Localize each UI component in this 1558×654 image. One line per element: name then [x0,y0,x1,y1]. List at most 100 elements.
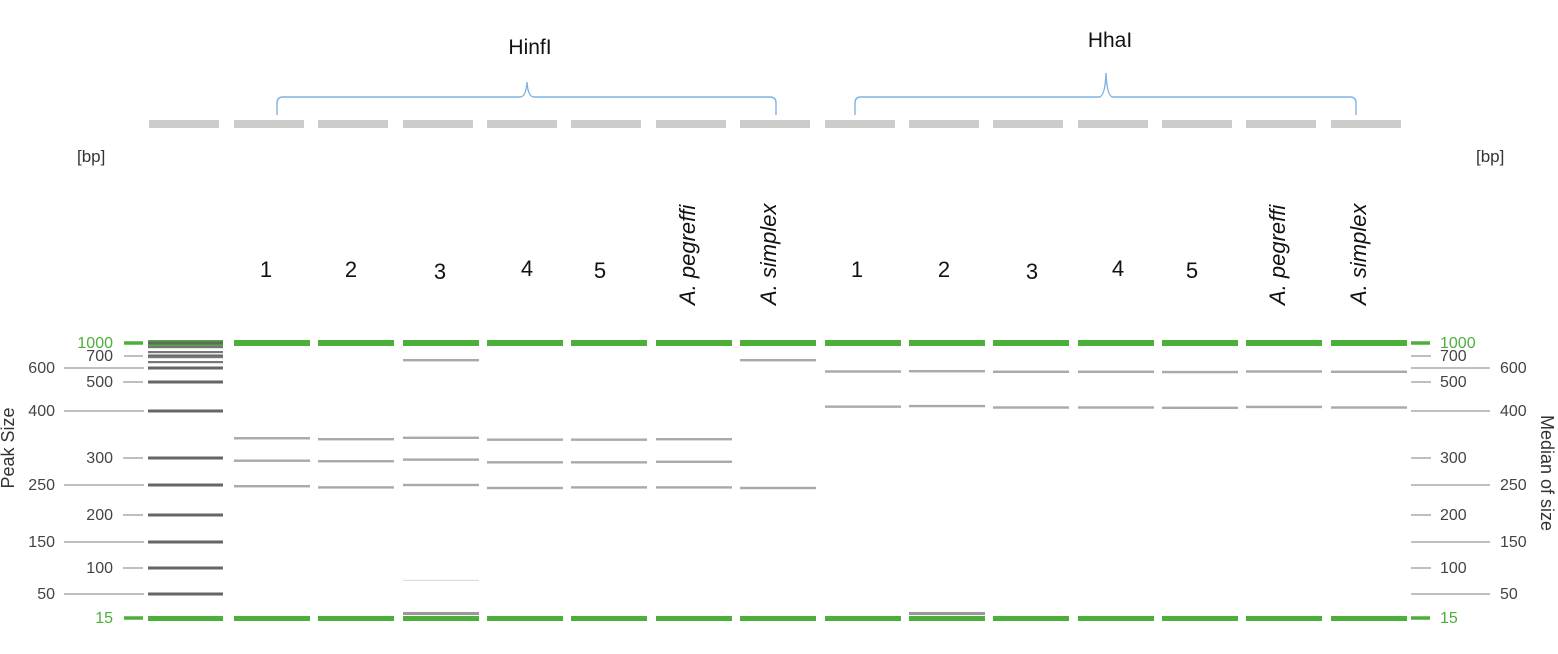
lane-label-hinfi-2: 2 [345,257,357,282]
lower-marker-band [993,616,1069,621]
band [1246,405,1322,409]
lane [825,340,901,621]
bracket-hinfi [276,81,777,115]
axis-tick-label: 200 [1440,507,1467,524]
ladder-band [148,346,223,349]
axis-tick-label: 15 [1440,610,1458,627]
well-bar [234,120,304,128]
lane-label-hhai-simplex: A. simplex [1346,203,1371,307]
band [487,486,563,490]
band [909,370,985,373]
band [234,437,310,440]
band [1162,370,1238,374]
axis-tick-label: 200 [86,507,113,524]
lane-label-hhai-4: 4 [1112,256,1124,281]
lower-marker-band [234,616,310,621]
lane [909,340,985,621]
axis-tick-label: 600 [1500,360,1527,377]
band [234,459,310,462]
well-bar [403,120,473,128]
well-bar [1331,120,1401,128]
ladder-band [148,356,223,359]
lower-marker-band [487,616,563,621]
axis-tick-label: 100 [1440,560,1467,577]
band [993,370,1069,373]
axis-tick-label: 1000 [1440,335,1476,352]
upper-marker-band [487,340,563,346]
lane-label-hhai-3: 3 [1026,259,1038,284]
band [1078,370,1154,373]
axis-tick-label: 500 [1440,374,1467,391]
upper-marker-band [1078,340,1154,346]
lane-label-hinfi-pegreffi: A. pegreffi [675,204,700,307]
axis-tick-label: 600 [28,360,55,377]
upper-marker-band [1162,340,1238,346]
band [909,612,985,615]
lower-marker-band [909,616,985,621]
axis-tick-label: 50 [1500,586,1518,603]
lower-marker-band [318,616,394,621]
axis-tick-label: 500 [86,374,113,391]
band [571,486,647,489]
lower-marker-band [825,616,901,621]
lane [487,340,563,621]
axis-tick-label: 700 [86,348,113,365]
band [1331,406,1407,409]
axis-tick-label: 250 [28,477,55,494]
upper-marker-band [1331,340,1407,346]
well-bar [487,120,557,128]
lane [1162,340,1238,621]
axis-tick-label: 15 [95,610,113,627]
sample-lanes [234,340,1407,621]
upper-marker-band [318,340,394,346]
band [825,370,901,373]
band [1331,370,1407,373]
axis-tick-label: 300 [86,450,113,467]
upper-marker-band [909,340,985,346]
well-bar [1246,120,1316,128]
lane-label-hinfi-4: 4 [521,256,533,281]
ladder-band [148,380,223,384]
ladder-band [148,409,223,413]
band [318,438,394,441]
upper-marker-band [656,340,732,346]
lower-marker-band [1078,616,1154,621]
right-axis-title: Median of size [1537,415,1557,531]
lane [993,340,1069,621]
ladder-band [148,456,223,460]
well-bar [571,120,641,128]
band [1078,406,1154,409]
lower-marker-band [403,616,479,621]
band [403,483,479,487]
band [487,438,563,441]
band [1246,370,1322,373]
band [825,405,901,408]
lane [656,340,732,621]
lane-label-hinfi-3: 3 [434,259,446,284]
band [909,404,985,408]
ladder-band [148,566,223,570]
ladder-band [148,592,223,596]
lane [1078,340,1154,621]
lane-label-hhai-5: 5 [1186,258,1198,283]
ladder-band [148,483,223,487]
left-axis-title: Peak Size [0,407,18,488]
axis-tick-label: 250 [1500,477,1527,494]
lane-label-hinfi-5: 5 [594,258,606,283]
ladder-band [148,513,223,517]
upper-marker-band [740,340,816,346]
ladder-band [148,361,223,364]
band [234,485,310,488]
well-bar [993,120,1063,128]
upper-marker-band [571,340,647,346]
axis-tick-label: 300 [1440,450,1467,467]
unit-label-right: [bp] [1476,147,1504,166]
ladder-band [148,540,223,544]
upper-marker-band [403,340,479,346]
ladder-lane [148,340,223,621]
well-bar [740,120,810,128]
band [403,612,479,615]
axis-tick-label: 700 [1440,348,1467,365]
band [656,460,732,463]
